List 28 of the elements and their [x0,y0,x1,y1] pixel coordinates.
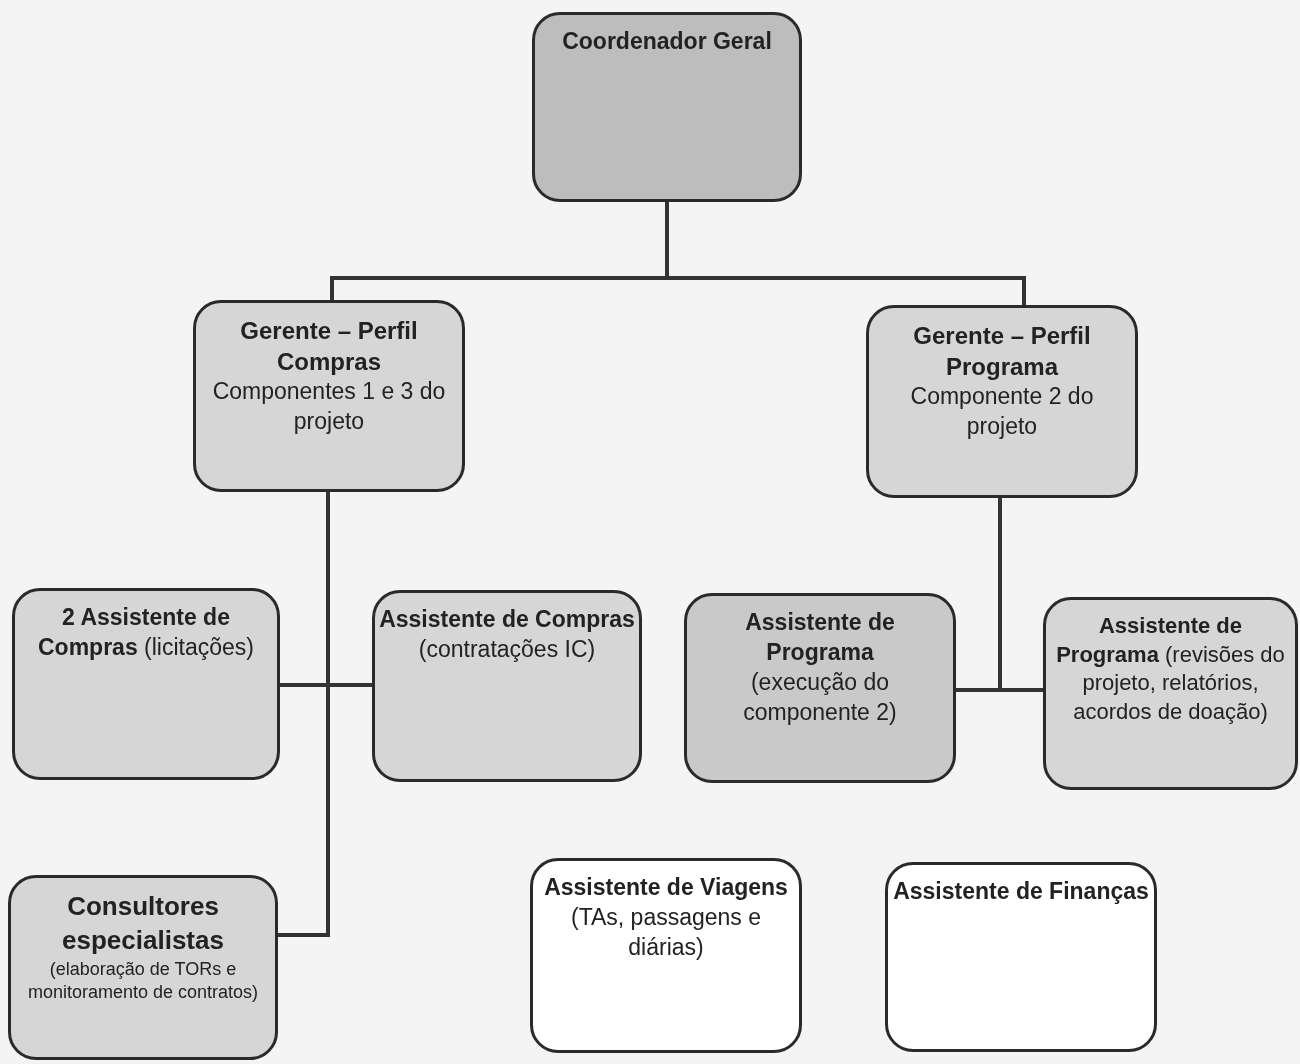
role-title: 2 Assistente de Compras (licitações) [37,603,255,662]
org-box [12,588,280,780]
role-description: (TAs, passagens e diárias) [569,902,763,962]
role-title: Assistente de Finanças [893,877,1149,906]
role-description: (contratações IC) [418,634,596,664]
role-title: Assistente de Programa (revisões do projeto, relatórios, acordos de doação) [1055,612,1286,726]
org-box [1043,597,1298,790]
connector-line [278,492,330,937]
role-title: Assistente de Compras [379,605,635,634]
role-description: (elaboração de TORs e monitoramento de contratos) [26,957,260,1004]
role-title: Assistente de Programa [744,608,896,667]
org-box [532,12,802,202]
role-title: Gerente – Perfil Compras [239,316,419,378]
org-box [8,875,278,1060]
org-box [372,590,642,782]
org-box [885,862,1157,1052]
org-box [193,300,465,492]
role-title: Consultores especialistas [61,890,225,957]
role-description: (execução do componente 2) [742,667,898,727]
org-box [530,858,802,1053]
connector-line [998,498,1043,692]
org-box [684,593,956,783]
org-box [866,305,1138,498]
role-description: Componente 2 do projeto [909,382,1095,442]
role-title: Assistente de Viagens [544,873,788,902]
role-title: Coordenador Geral [562,27,772,56]
role-description: Componentes 1 e 3 do projeto [211,377,447,437]
role-title: Gerente – Perfil Programa [912,321,1092,383]
